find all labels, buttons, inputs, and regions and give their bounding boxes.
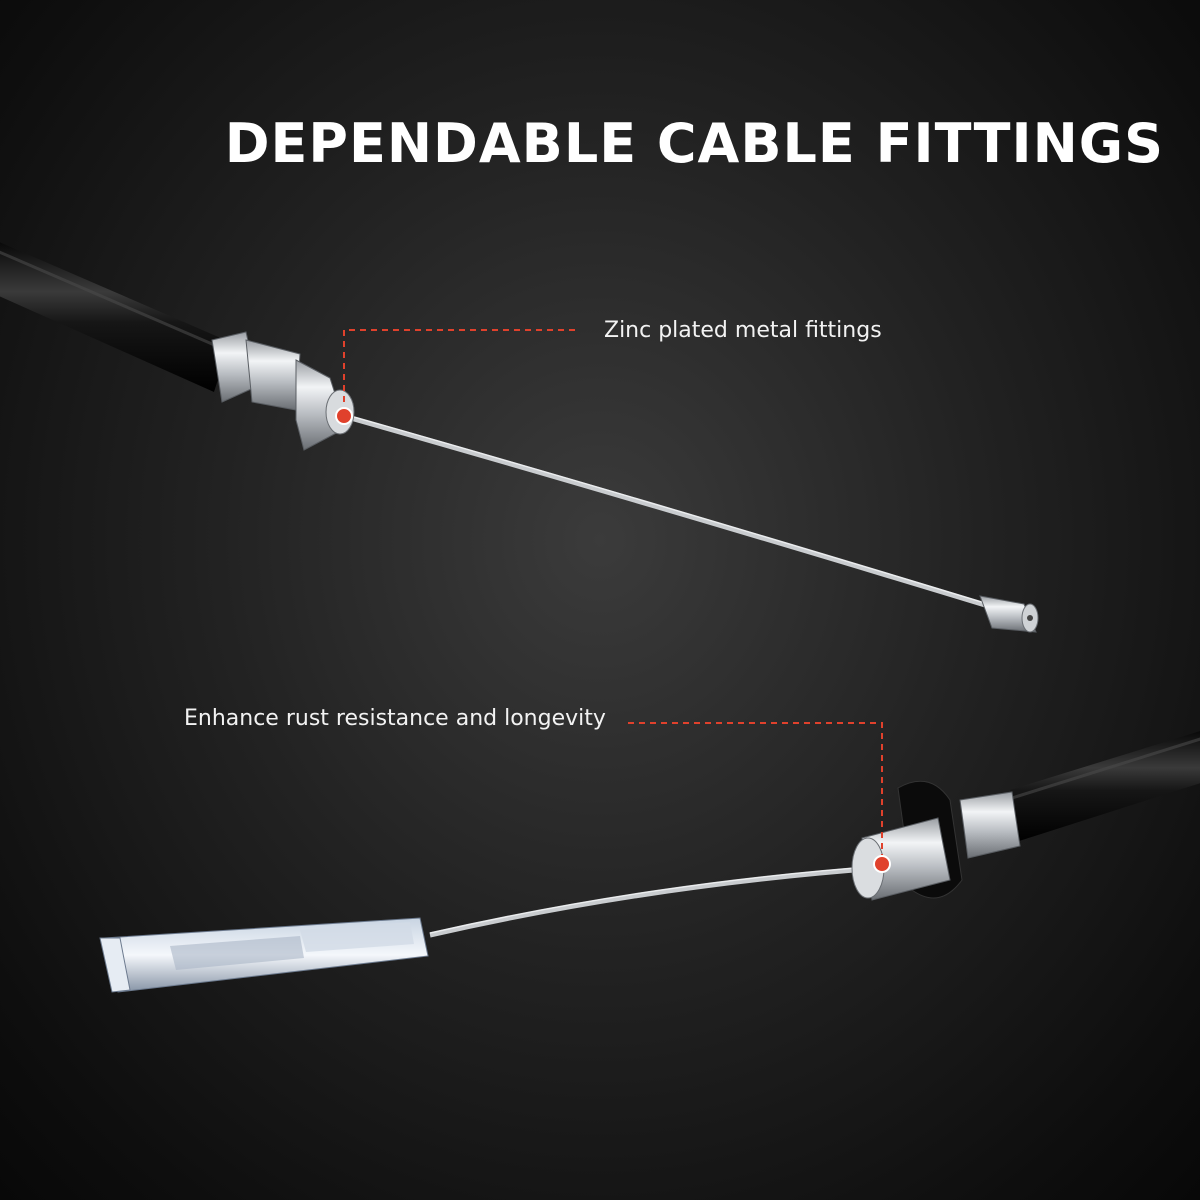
upper-cable-assembly [0,242,1039,633]
lower-end-clip [99,917,429,993]
upper-sheath [0,242,230,392]
callout-text-rust-resistance: Enhance rust resistance and longevity [184,706,606,731]
lower-crimp-fitting [851,780,1021,901]
callout-text-zinc-plated: Zinc plated metal fittings [604,318,882,343]
callout-marker-1 [335,407,353,425]
lower-cable-assembly [99,731,1200,993]
headline: DEPENDABLE CABLE FITTINGS [224,112,1164,175]
callout-leader-2 [628,722,891,873]
lower-sheath [1010,731,1200,842]
upper-crimp-fitting [211,331,355,451]
upper-end-ferrule [979,595,1039,633]
callout-marker-2 [873,855,891,873]
upper-inner-wire [339,412,986,608]
lower-inner-wire [429,865,881,938]
callout-leader-1 [335,329,575,425]
